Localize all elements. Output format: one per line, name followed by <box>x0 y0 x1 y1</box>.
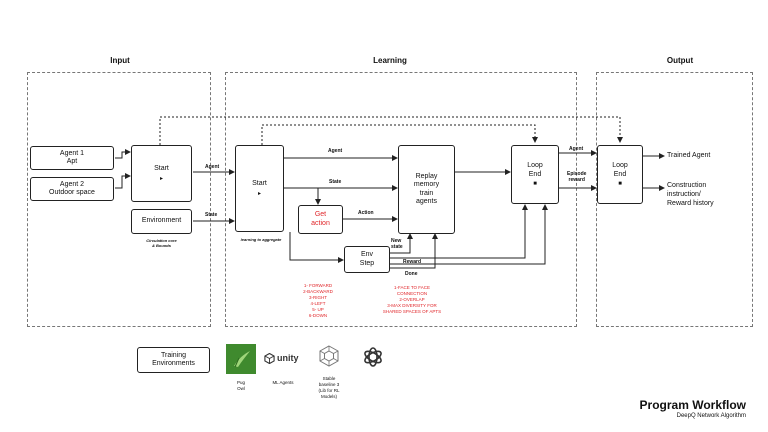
reward-list-item: CONNECTION <box>396 291 428 297</box>
construction-line: Construction <box>667 182 707 189</box>
pug-owl-label: Pug Owl <box>221 380 261 392</box>
episode-reward-line: Episode <box>567 171 587 177</box>
get-action-line: Get <box>314 211 327 219</box>
pug-owl-logo-icon <box>226 344 256 374</box>
output-region <box>596 72 753 327</box>
stop-icon: ■ <box>533 180 537 187</box>
edge-label-episode-reward: Episode reward <box>567 171 586 183</box>
learning-section-title: Learning <box>373 56 407 65</box>
environment-label: Environment <box>141 217 182 225</box>
new-state-line: state <box>391 244 403 250</box>
env-step-line: Env <box>360 251 374 259</box>
tool-label-line: Stable <box>322 376 336 381</box>
learning-start-label: Start <box>252 180 267 188</box>
trained-agent-label: Trained Agent <box>667 152 711 159</box>
actions-list-item: 6-DOWN <box>308 313 328 319</box>
play-icon: ▸ <box>159 175 163 182</box>
stable-baselines-label: Stable baseline 3 (Lib for RL Models) <box>309 376 349 399</box>
tool-label-line: Owl <box>237 385 245 391</box>
loop-end-line: Loop <box>527 162 543 170</box>
agent2-title: Agent 2 <box>59 180 85 188</box>
actions-list-item: 2-BACKWARD <box>303 289 333 295</box>
actions-list-item: 4-LEFT <box>310 301 326 307</box>
replay-line: train <box>419 189 434 197</box>
episode-reward-line: reward <box>568 177 585 183</box>
openai-logo-icon <box>362 346 384 368</box>
construction-line: instruction/ <box>667 190 701 198</box>
replay-line: memory <box>413 181 440 189</box>
actions-list-item: 5- UP <box>312 307 324 313</box>
footer-subtitle: DeepQ Network Algorithm <box>676 413 746 419</box>
loop-end-line: End <box>613 170 627 178</box>
agent2-subtitle: Outdoor space <box>49 189 95 196</box>
loop-end-line: End <box>528 170 542 178</box>
actions-list-item: 3-RIGHT <box>309 295 327 301</box>
training-title-line: Training <box>160 351 187 359</box>
environment-box: Environment <box>131 209 192 234</box>
output-section-title: Output <box>666 56 694 65</box>
replay-line: Replay <box>415 172 438 180</box>
learning-loop-end-box: Loop End ■ <box>511 145 559 204</box>
training-environments-box: Training Environments <box>137 347 210 373</box>
actions-list-item: 1- FORWARD <box>303 283 333 288</box>
input-start-label: Start <box>154 165 169 173</box>
edge-label-new-state: New state <box>391 238 403 250</box>
get-action-box: Get action <box>298 205 343 234</box>
edge-label-agent-in: Agent <box>205 164 220 170</box>
unity-logo-icon: unity <box>264 351 302 365</box>
environment-note-line: & Bounds <box>152 242 171 248</box>
learning-start-note: learning to aggregate <box>240 237 282 242</box>
environment-note: Circulation core & Bounds <box>131 238 192 249</box>
actions-list: 1- FORWARD 2-BACKWARD 3-RIGHT 4-LEFT 5- … <box>288 283 348 319</box>
edge-label-agent-out: Agent <box>569 146 584 152</box>
replay-memory-box: Replay memory train agents <box>398 145 455 234</box>
stop-icon: ■ <box>618 180 622 187</box>
reward-list-item: 3-MAX DIVERSITY FOR <box>387 303 437 309</box>
agent1-box: Agent 1 Apt <box>30 146 114 170</box>
agent1-subtitle: Apt <box>66 158 78 165</box>
stable-baselines-logo-icon <box>318 345 340 367</box>
agent1-title: Agent 1 <box>59 149 85 157</box>
tool-label-line: (Lib for RL <box>318 387 340 393</box>
input-start-box: Start ▸ <box>131 145 192 202</box>
edge-label-state-in: State <box>205 212 218 218</box>
footer-title: Program Workflow <box>639 398 746 412</box>
loop-end-line: Loop <box>612 162 628 170</box>
input-section-title: Input <box>110 56 130 65</box>
construction-line: Reward history <box>667 199 714 207</box>
agent2-box: Agent 2 Outdoor space <box>30 177 114 201</box>
tool-label-line: Pug <box>236 380 245 385</box>
reward-list-item: 2-OVERLAP <box>399 297 425 303</box>
play-icon: ▸ <box>257 190 261 197</box>
tool-label-line: Models) <box>320 393 337 399</box>
edge-label-reward: Reward <box>403 259 422 265</box>
env-step-line: Step <box>359 259 375 267</box>
tool-label-line: ML Agents <box>272 380 294 385</box>
reward-list-item: 1-FACE TO FACE <box>393 285 431 290</box>
edge-label-agent-top: Agent <box>328 148 343 154</box>
output-loop-end-box: Loop End ■ <box>597 145 643 204</box>
construction-label: Construction instruction/ Reward history <box>667 182 714 208</box>
reward-list-item: SHARED SPACES OF APTS <box>382 309 442 315</box>
env-step-box: Env Step <box>344 246 390 273</box>
ml-agents-label: ML Agents <box>262 380 304 386</box>
edge-label-action: Action <box>358 210 374 216</box>
environment-note-line: Circulation core <box>146 238 177 243</box>
training-title-line: Environments <box>152 360 195 367</box>
reward-list: 1-FACE TO FACE CONNECTION 2-OVERLAP 3-MA… <box>372 285 452 315</box>
new-state-line: New <box>391 238 402 244</box>
edge-label-state-mid: State <box>329 179 342 185</box>
input-region <box>27 72 211 327</box>
learning-region <box>225 72 577 327</box>
edge-label-done: Done <box>405 271 418 277</box>
replay-line: agents <box>415 197 438 205</box>
learning-start-box: Start ▸ <box>235 145 284 232</box>
unity-logo-text: unity <box>277 353 299 363</box>
get-action-line: action <box>311 219 330 227</box>
tool-label-line: baseline 3 <box>318 381 340 387</box>
